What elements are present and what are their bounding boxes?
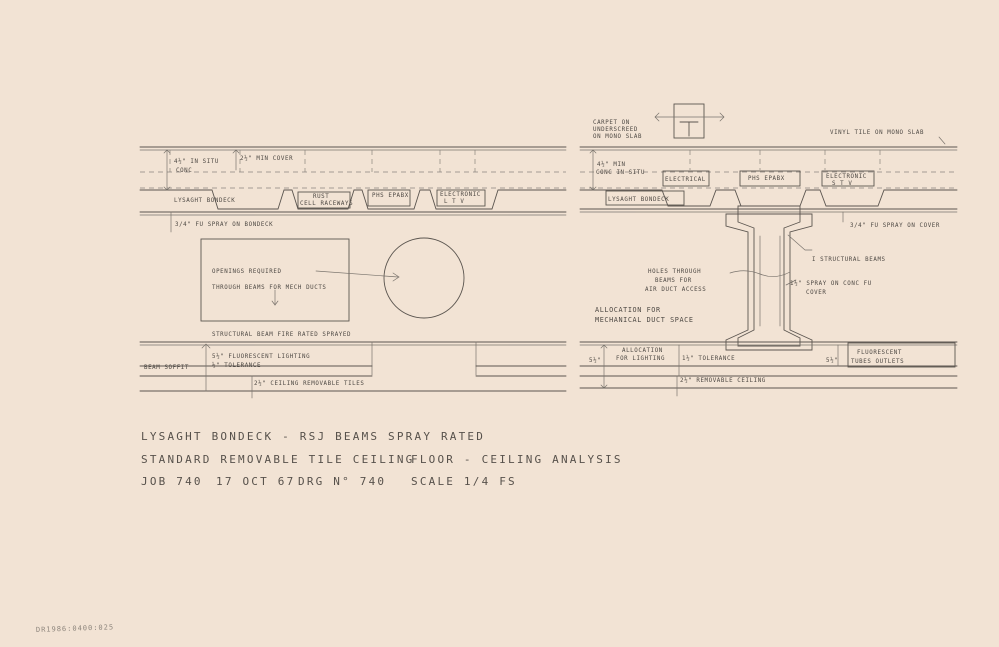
left-conc-in-situ-label: 4½" IN SITU xyxy=(174,158,219,165)
right-cell-stv-label: S T V xyxy=(832,181,852,187)
left-lysaght-bondeck-label: LYSAGHT BONDECK xyxy=(174,198,235,204)
carpet-label-2: UNDERSCREED xyxy=(593,127,638,133)
openings-through-beams-label: THROUGH BEAMS FOR MECH DUCTS xyxy=(212,285,327,291)
left-cell-electronic-label: ELECTRONIC xyxy=(440,192,481,198)
vinyl-tile-label: VINYL TILE ON MONO SLAB xyxy=(830,130,924,136)
allocation-lighting-label-1: ALLOCATION xyxy=(622,348,663,354)
i-structural-beams-label: I STRUCTURAL BEAMS xyxy=(812,257,886,263)
right-lysaght-bondeck-label: LYSAGHT BONDECK xyxy=(608,197,669,203)
right-conc-min-label: 4½" MIN xyxy=(597,161,626,168)
archive-stamp: DR1986:0400:025 xyxy=(36,623,114,634)
left-cell-phs-label: PHS EPABX xyxy=(372,193,409,199)
removable-ceiling-label: 2½" REMOVABLE CEILING xyxy=(680,377,766,384)
spray-conc-fu-label: 1½" SPRAY ON CONC FU xyxy=(790,280,872,287)
allocation-light-dim: 5½" xyxy=(589,357,601,364)
drawing-number: DRG N° 740 xyxy=(298,475,386,488)
fluoro-tubes-label-1: FLUORESCENT xyxy=(857,350,902,356)
right-tolerance-label: 1½" TOLERANCE xyxy=(682,355,735,362)
left-cell-raceways-label: CELL RACEWAYS xyxy=(300,201,353,207)
allocation-lighting-label-2: FOR LIGHTING xyxy=(616,356,665,362)
left-min-cover-label: 2½" MIN COVER xyxy=(240,155,293,162)
left-conc-label: CONC xyxy=(176,168,192,174)
right-cell-electronic-label: ELECTRONIC xyxy=(826,174,867,180)
fluoro-tubes-label-2: TUBES OUTLETS xyxy=(851,359,904,365)
right-cell-phs-label: PHS EPABX xyxy=(748,176,785,182)
right-fluoro-dim: 5½" xyxy=(826,357,838,364)
right-cell-electrical-label: ELECTRICAL xyxy=(665,177,706,183)
holes-through-label: HOLES THROUGH xyxy=(648,269,701,275)
drawing-date: 17 OCT 67 xyxy=(216,475,295,488)
left-tolerance-label: ½" TOLERANCE xyxy=(212,362,261,369)
right-floor-section xyxy=(579,103,958,397)
spray-cover-label: COVER xyxy=(806,290,826,296)
left-floor-section xyxy=(139,146,567,399)
right-conc-in-situ-label: CONC IN SITU xyxy=(596,170,645,176)
job-number: JOB 740 xyxy=(141,475,203,488)
openings-required-label: OPENINGS REQUIRED xyxy=(212,269,282,275)
left-fluoro-lighting-label: 5½" FLUORESCENT LIGHTING xyxy=(212,353,310,360)
right-fu-spray-cover-label: 3/4" FU SPRAY ON COVER xyxy=(850,223,940,229)
drawing-scale: SCALE 1/4 FS xyxy=(411,475,517,488)
left-cell-ltv-label: L T V xyxy=(444,199,464,205)
left-fu-spray-label: 3/4" FU SPRAY ON BONDECK xyxy=(175,222,273,228)
carpet-label-1: CARPET ON xyxy=(593,120,630,126)
holes-beams-for-label: BEAMS FOR xyxy=(655,278,692,284)
carpet-label-3: ON MONO SLAB xyxy=(593,134,642,140)
left-ceiling-tiles-label: 2½" CEILING REMOVABLE TILES xyxy=(254,380,364,387)
title-line-2-right: FLOOR - CEILING ANALYSIS xyxy=(411,453,623,466)
title-line-1: LYSAGHT BONDECK - RSJ BEAMS SPRAY RATED xyxy=(141,430,485,443)
left-cell-rust-label: RUST xyxy=(313,194,329,200)
beam-fire-rated-label: STRUCTURAL BEAM FIRE RATED SPRAYED xyxy=(212,332,351,338)
allocation-duct-label-2: MECHANICAL DUCT SPACE xyxy=(595,316,694,324)
holes-air-duct-label: AIR DUCT ACCESS xyxy=(645,287,706,293)
beam-soffit-label: BEAM SOFFIT xyxy=(144,365,189,371)
title-line-2-left: STANDARD REMOVABLE TILE CEILING xyxy=(141,453,415,466)
allocation-duct-label-1: ALLOCATION FOR xyxy=(595,306,661,314)
